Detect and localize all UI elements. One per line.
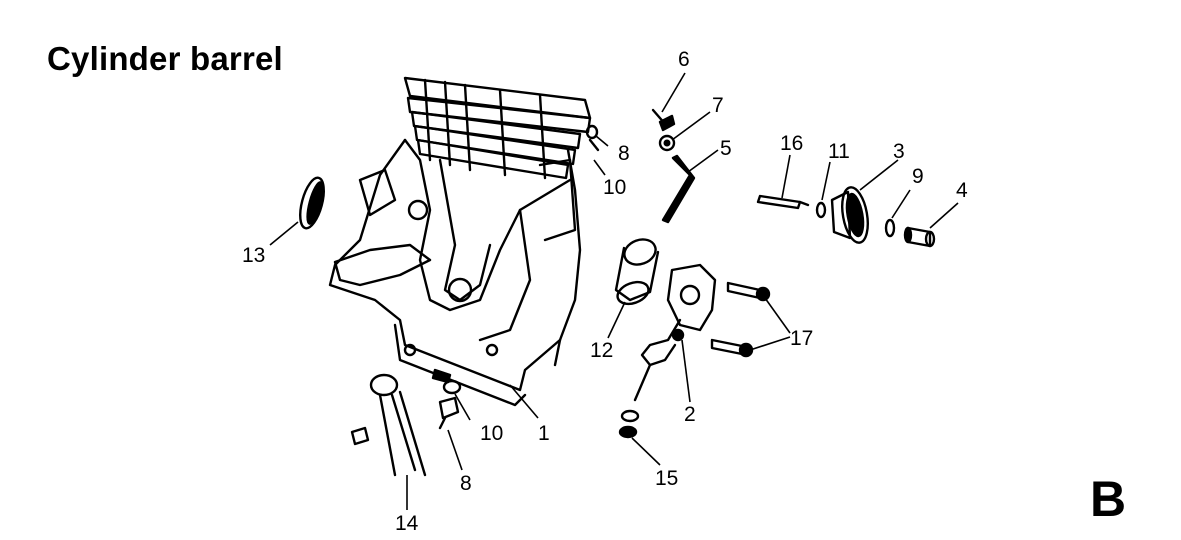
sensor-part-14	[350, 373, 427, 477]
callout-8-top: 8	[618, 142, 630, 165]
diagram-title: Cylinder barrel	[47, 40, 283, 77]
sleeve-part-12	[614, 238, 660, 306]
callout-14: 14	[395, 512, 419, 535]
callout-13: 13	[242, 244, 265, 267]
callout-10-top: 10	[603, 176, 626, 199]
bolt-part-8-top	[585, 124, 600, 152]
callout-4: 4	[956, 179, 968, 202]
callout-7: 7	[712, 94, 724, 117]
callout-15: 15	[655, 467, 678, 490]
washer-part-11	[815, 201, 827, 219]
plug-cover-part	[299, 176, 325, 230]
callout-17: 17	[790, 327, 813, 350]
nut-part-15	[618, 409, 640, 439]
drain-plug-part-10	[442, 379, 462, 395]
valve-body-part-2	[633, 263, 717, 402]
callout-12: 12	[590, 339, 613, 362]
link-rod-part-5	[661, 154, 696, 224]
callout-labels: 6 7 8 5 10 16 11 3 9 4 13 12 17 2 10 1 8…	[242, 48, 968, 535]
stud-part-16	[756, 194, 810, 210]
callout-1: 1	[538, 422, 550, 445]
bushing-part-4	[903, 226, 936, 248]
section-letter: B	[1090, 471, 1127, 527]
callout-8-bottom: 8	[460, 472, 472, 495]
bolt-part-8-bottom	[438, 396, 460, 430]
screw-part-6	[651, 108, 676, 132]
seal-holder-part-3	[830, 186, 869, 244]
nut-part-7	[658, 134, 676, 152]
o-ring-part-9	[884, 218, 896, 238]
callout-9: 9	[912, 165, 924, 188]
bolts-part-17	[710, 281, 771, 358]
callout-11: 11	[828, 140, 850, 163]
cylinder-barrel-part	[328, 76, 592, 407]
callout-3: 3	[893, 140, 905, 163]
callout-2: 2	[684, 403, 696, 426]
callout-5: 5	[720, 137, 732, 160]
leader-lines	[269, 72, 959, 510]
callout-6: 6	[678, 48, 690, 71]
callout-16: 16	[780, 132, 803, 155]
callout-10-bottom: 10	[480, 422, 503, 445]
